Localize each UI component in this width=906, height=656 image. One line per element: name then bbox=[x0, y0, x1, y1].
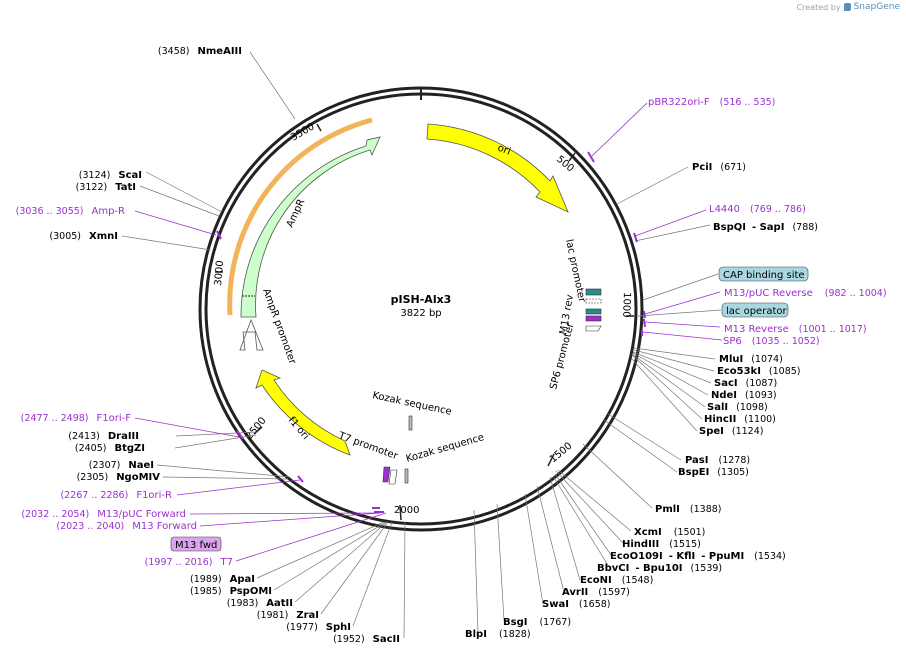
site-eco53ki: Eco53kI(1085) bbox=[717, 366, 801, 377]
ampr-promoter-feature bbox=[239, 318, 264, 351]
primer-f1ori-f: (2477 .. 2498)F1ori-F bbox=[21, 413, 132, 424]
ori-feature bbox=[426, 123, 569, 213]
site-hindiii: HindIII(1515) bbox=[622, 539, 701, 550]
site-sali: SalI(1098) bbox=[707, 402, 768, 413]
site-bsgi: BsgI(1767) bbox=[503, 617, 571, 628]
site-avrii: AvrII(1597) bbox=[562, 587, 630, 598]
ampr-feature bbox=[240, 136, 381, 318]
primer-marks bbox=[216, 151, 646, 513]
primer-amp-r: (3036 .. 3055)Amp-R bbox=[16, 206, 125, 217]
site-naei: (2307)NaeI bbox=[89, 460, 154, 471]
credit-prefix: Created by bbox=[796, 2, 841, 12]
kozak-label-2: Kozak sequence bbox=[405, 432, 486, 465]
site-hincii: HincII(1100) bbox=[704, 414, 776, 425]
cap-binding-site-tag: CAP binding site bbox=[718, 266, 809, 282]
svg-text:lac operator: lac operator bbox=[726, 306, 787, 317]
site-apai: (1989)ApaI bbox=[190, 574, 255, 585]
site-ngomiv: (2305)NgoMIV bbox=[77, 472, 161, 483]
site-xcmi: XcmI(1501) bbox=[634, 527, 705, 538]
site-sacii: (1952)SacII bbox=[333, 634, 400, 645]
tick-1000: 1000 bbox=[620, 292, 632, 318]
ori-label: ori bbox=[496, 143, 512, 158]
site-draiii: (2413)DraIII bbox=[68, 431, 139, 442]
tick-2500: 2500 bbox=[244, 415, 269, 442]
primer-m13-forward: (2023 .. 2040)M13 Forward bbox=[56, 521, 197, 532]
site-bbvci: BbvCI- Bpu10I(1539) bbox=[597, 563, 722, 574]
site-sphi: (1977)SphI bbox=[286, 622, 351, 633]
f1-ori-feature bbox=[255, 369, 351, 456]
t7-glyphs bbox=[382, 466, 398, 485]
site-aatii: (1983)AatII bbox=[227, 598, 293, 609]
kozak-glyph-2 bbox=[404, 468, 409, 484]
primer-sp6: SP6(1035 .. 1052) bbox=[723, 336, 820, 347]
site-ndei: NdeI(1093) bbox=[711, 390, 777, 401]
plasmid-length: 3822 bp bbox=[400, 308, 441, 319]
tick-3000: 3000 bbox=[213, 260, 226, 286]
site-nmeaiii: (3458)NmeAIII bbox=[158, 46, 242, 57]
site-zrai: (1981)ZraI bbox=[257, 610, 319, 621]
m13-fwd-tag: M13 fwd bbox=[170, 536, 222, 552]
site-bspei: BspEI(1305) bbox=[678, 467, 749, 478]
site-scai: (3124)ScaI bbox=[79, 170, 142, 181]
lac-operator-tag: lac operator bbox=[721, 302, 789, 318]
site-xmni: (3005)XmnI bbox=[49, 231, 118, 242]
lac-region-glyphs bbox=[585, 288, 602, 332]
leader-lines-left bbox=[121, 51, 406, 639]
primer-m13-puc-forward: (2032 .. 2054)M13/pUC Forward bbox=[21, 509, 186, 520]
site-pspomi: (1985)PspOMI bbox=[190, 586, 272, 597]
svg-text:CAP binding site: CAP binding site bbox=[723, 270, 805, 281]
site-btgzi: (2405)BtgZI bbox=[75, 443, 145, 454]
site-econi: EcoNI(1548) bbox=[580, 575, 653, 586]
site-spei: SpeI(1124) bbox=[699, 426, 763, 437]
kozak-label-1: Kozak sequence bbox=[371, 390, 452, 418]
site-pcii: PciI(671) bbox=[692, 162, 746, 173]
svg-text:M13 fwd: M13 fwd bbox=[175, 540, 217, 551]
snapgene-logo-icon bbox=[843, 3, 851, 11]
site-swai: SwaI(1658) bbox=[542, 599, 611, 610]
site-blpi: BlpI(1828) bbox=[465, 629, 531, 640]
kozak-glyph-1 bbox=[408, 415, 413, 431]
site-saci: SacI(1087) bbox=[714, 378, 777, 389]
site-bspqi-sapi: BspQI- SapI(788) bbox=[713, 222, 818, 233]
primer-l4440: L4440(769 .. 786) bbox=[709, 204, 806, 215]
tick-3500: 3500 bbox=[289, 121, 317, 143]
ampr-promoter-label: AmpR promoter bbox=[260, 287, 298, 366]
snapgene-credit: Created by SnapGene bbox=[797, 2, 900, 12]
primer-f1ori-r: (2267 .. 2286)F1ori-R bbox=[60, 490, 172, 501]
site-tati: (3122)TatI bbox=[76, 182, 136, 193]
leader-lines-right bbox=[473, 166, 722, 633]
credit-brand: SnapGene bbox=[853, 2, 900, 12]
site-pmli: PmlI(1388) bbox=[655, 504, 722, 515]
tick-marks bbox=[215, 123, 634, 521]
sp6-promoter-label: SP6 promoter bbox=[548, 321, 577, 391]
primer-m13-puc-reverse: M13/pUC Reverse(982 .. 1004) bbox=[724, 288, 887, 299]
primer-m13-reverse: M13 Reverse(1001 .. 1017) bbox=[724, 324, 867, 335]
plasmid-name: pISH-Alx3 bbox=[391, 293, 452, 306]
primer-pbr322ori-f: pBR322ori-F(516 .. 535) bbox=[648, 97, 775, 108]
site-pasi: PasI(1278) bbox=[685, 455, 750, 466]
primer-lines bbox=[134, 102, 723, 562]
site-ecoo109i: EcoO109I- KflI- PpuMI(1534) bbox=[610, 551, 786, 562]
primer-t7: (1997 .. 2016)T7 bbox=[145, 557, 233, 568]
ampr-orange-outline bbox=[227, 117, 373, 316]
site-mlui: MluI(1074) bbox=[719, 354, 783, 365]
tick-2000: 2000 bbox=[394, 505, 419, 516]
